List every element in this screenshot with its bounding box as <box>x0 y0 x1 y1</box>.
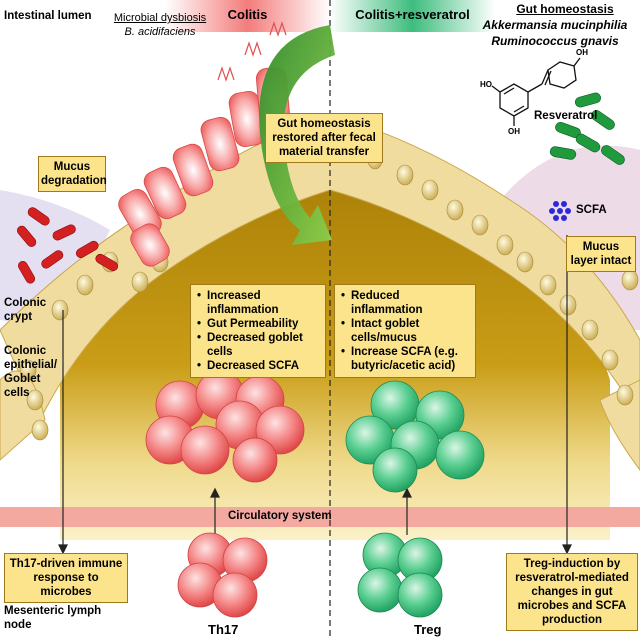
colitis-effect-item: Decreased goblet cells <box>195 331 321 359</box>
label-microbial-dysbiosis: Microbial dysbiosis <box>113 12 207 24</box>
label-scfa: SCFA <box>576 204 607 216</box>
resveratrol-structure <box>491 57 581 126</box>
scfa-dots <box>549 201 571 221</box>
box-mucus-layer-intact: Mucus layer intact <box>566 236 636 272</box>
th17-cluster-tissue <box>145 370 305 483</box>
label-ho: HO <box>480 80 492 89</box>
resveratrol-effect-item: Reduced inflammation <box>339 289 471 317</box>
colitis-effect-item: Gut Permeability <box>195 317 321 331</box>
resveratrol-effect-item: Intact goblet cells/mucus <box>339 317 471 345</box>
box-mucus-degradation: Mucus degradation <box>38 156 107 192</box>
label-circulatory-system: Circulatory system <box>228 510 332 522</box>
label-b-acidifaciens: B. acidifaciens <box>124 26 196 38</box>
label-oh-bottom: OH <box>508 127 520 136</box>
box-resveratrol-effects: Reduced inflammation Intact goblet cells… <box>334 284 476 378</box>
colitis-effects-list: Increased inflammation Gut Permeability … <box>195 289 321 373</box>
label-gut-homeostasis: Gut homeostasis <box>516 2 614 16</box>
header-colitis-resveratrol: Colitis+resveratrol <box>355 7 470 22</box>
label-colonic-epithelial: Colonic epithelial/ Goblet cells <box>4 345 58 399</box>
label-resveratrol: Resveratrol <box>534 110 598 122</box>
label-th17: Th17 <box>208 622 239 637</box>
box-th17-driven: Th17-driven immune response to microbes <box>4 553 128 603</box>
connector-arrows <box>58 235 572 555</box>
treg-cluster-node <box>357 532 443 618</box>
red-bacteria <box>16 207 119 284</box>
inflamed-villi <box>217 21 287 82</box>
label-ruminococcus: Ruminococcus gnavis <box>491 34 619 48</box>
th17-cluster-node <box>177 532 268 618</box>
label-akkermansia: Akkermansia mucinphilia <box>482 18 628 32</box>
colitis-effect-item: Decreased SCFA <box>195 359 321 373</box>
circulatory-band <box>0 507 640 527</box>
header-colitis-bar <box>165 0 330 32</box>
resveratrol-effect-item: Increase SCFA (e.g. butyric/acetic acid) <box>339 345 471 373</box>
box-treg-induction: Treg-induction by resveratrol-mediated c… <box>506 553 638 631</box>
header-resveratrol-bar <box>330 0 495 32</box>
box-gut-homeostasis-restored: Gut homeostasis restored after fecal mat… <box>265 113 383 163</box>
green-bacteria <box>549 92 625 165</box>
resveratrol-effects-list: Reduced inflammation Intact goblet cells… <box>339 289 471 373</box>
label-intestinal-lumen: Intestinal lumen <box>4 10 92 22</box>
colitis-effect-item: Increased inflammation <box>195 289 321 317</box>
label-colonic-crypt: Colonic crypt <box>4 297 47 323</box>
box-colitis-effects: Increased inflammation Gut Permeability … <box>190 284 326 378</box>
label-mesenteric-lymph-node: Mesenteric lymph node <box>4 605 102 631</box>
restoration-arrow <box>259 25 335 245</box>
treg-cluster-tissue <box>345 380 485 493</box>
label-oh-top: OH <box>576 48 588 57</box>
header-colitis: Colitis <box>227 7 268 22</box>
label-treg: Treg <box>414 622 442 637</box>
